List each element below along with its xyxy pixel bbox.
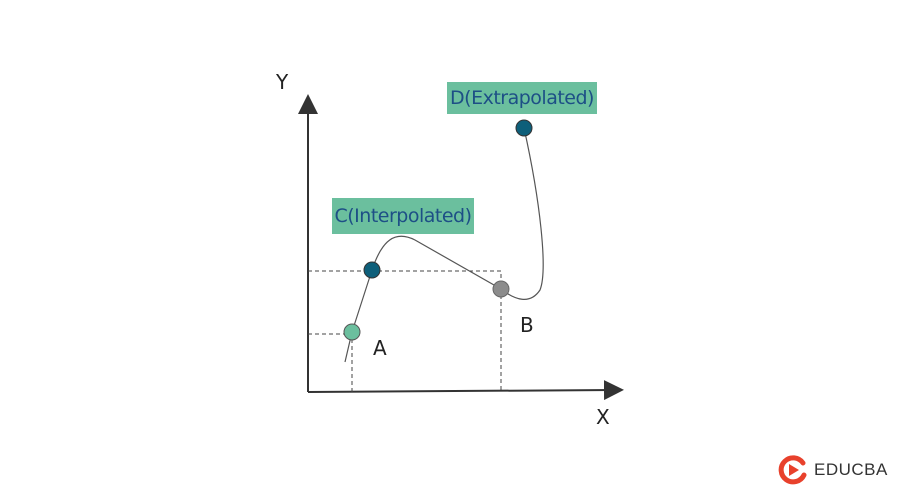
guide-lines — [308, 270, 502, 392]
point-b — [492, 280, 510, 298]
point-a-label: A — [373, 336, 387, 360]
y-axis-label: Y — [276, 70, 289, 94]
educba-logo: EDUCBA — [778, 455, 888, 485]
logo-text: EDUCBA — [814, 460, 888, 479]
curve — [344, 127, 544, 363]
point-b-label: B — [520, 313, 534, 337]
x-axis-label: X — [596, 405, 610, 429]
x-axis — [307, 380, 624, 401]
point-c-label: C(Interpolated) — [332, 198, 474, 234]
point-a — [343, 323, 361, 341]
logo-icon — [778, 455, 807, 485]
point-d — [515, 119, 533, 137]
point-c — [363, 261, 381, 279]
point-d-label: D(Extrapolated) — [447, 82, 597, 114]
